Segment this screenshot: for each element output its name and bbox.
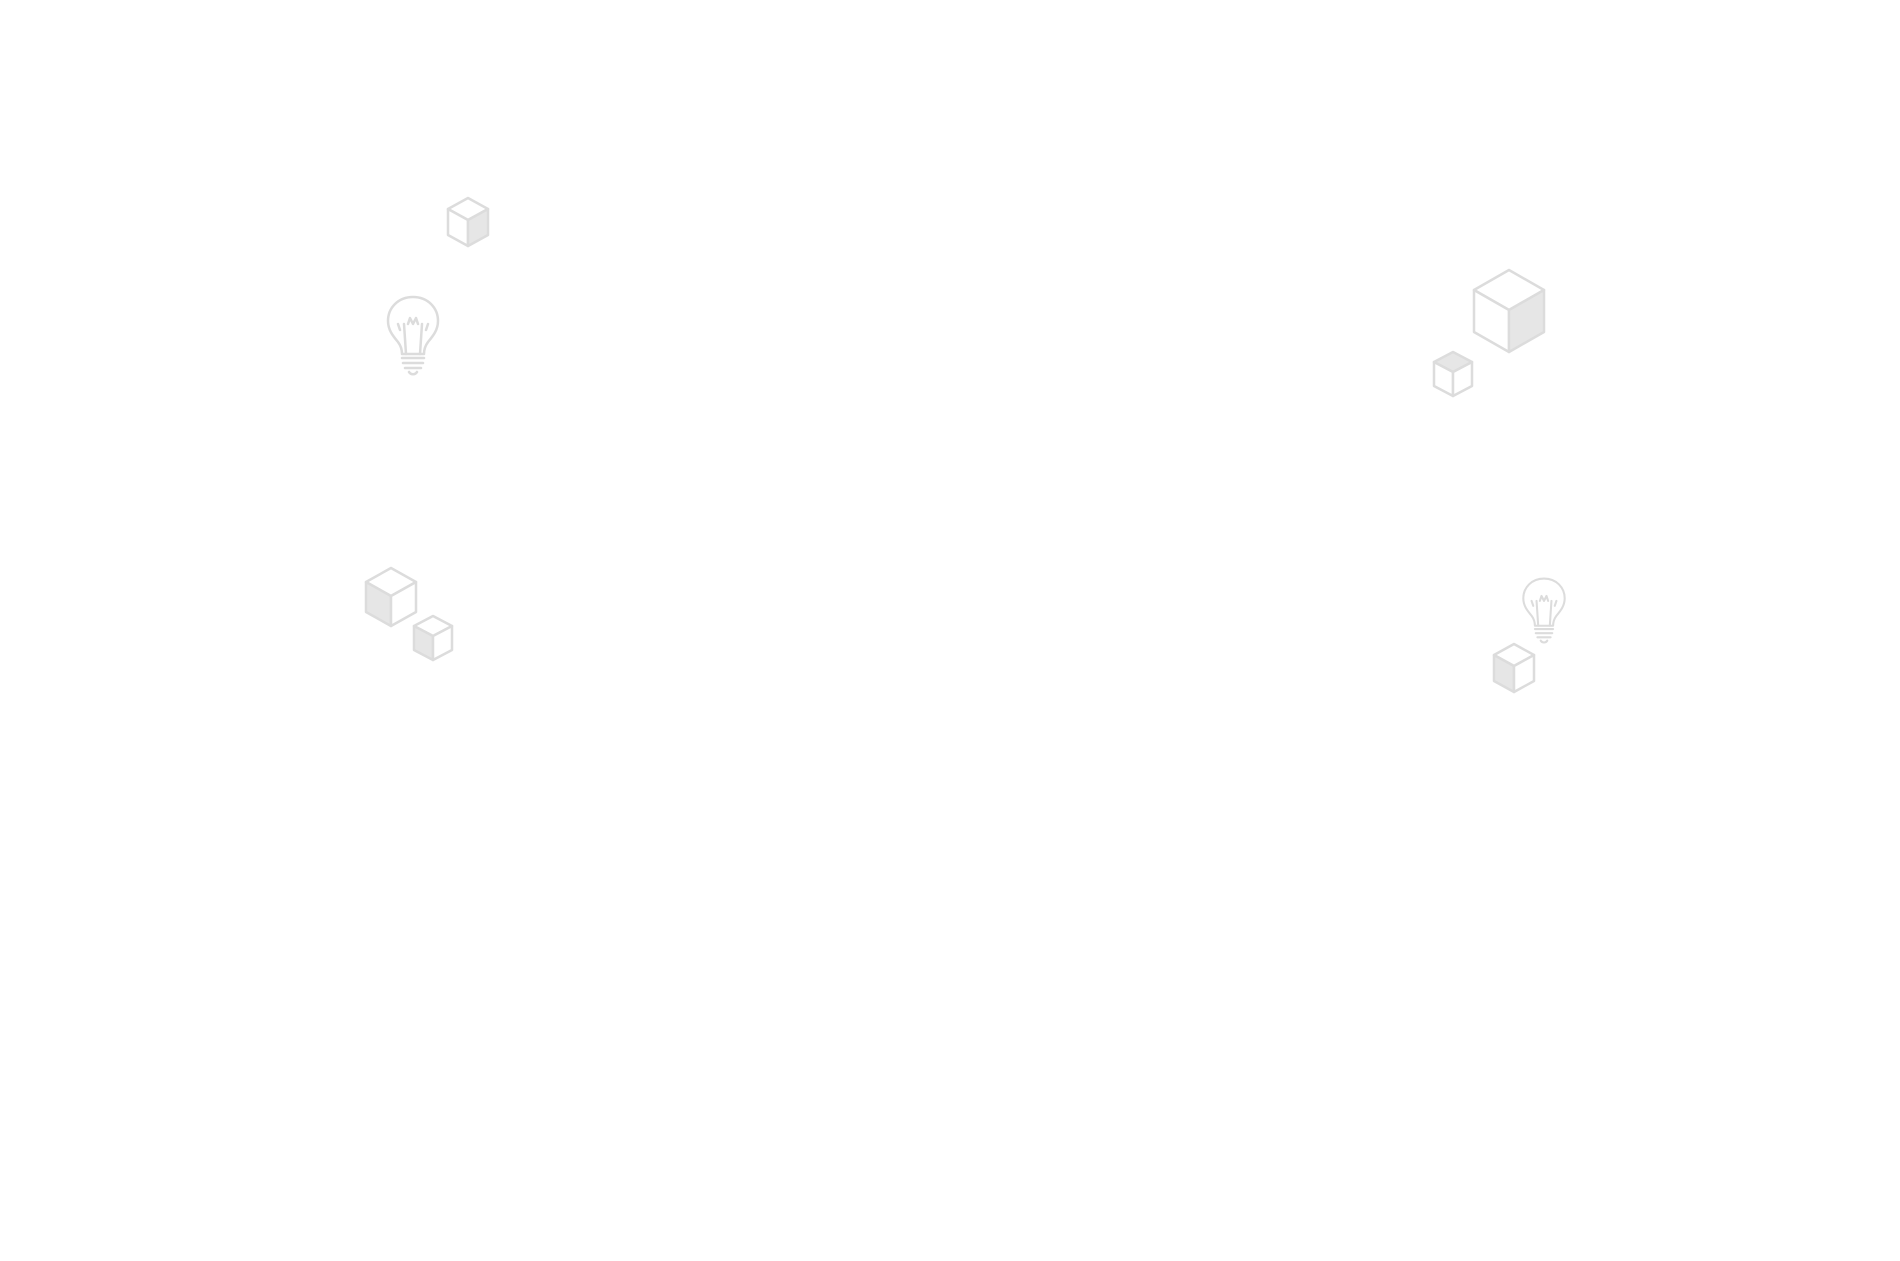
lightbulb-icon <box>384 294 442 376</box>
cube-icon <box>1432 350 1474 398</box>
cube-icon <box>1472 268 1546 354</box>
cube-icon <box>1492 642 1536 694</box>
lightbulb-icon <box>1520 575 1568 645</box>
cube-icon <box>364 566 418 628</box>
cube-icon <box>446 196 490 248</box>
cube-icon <box>412 614 454 662</box>
